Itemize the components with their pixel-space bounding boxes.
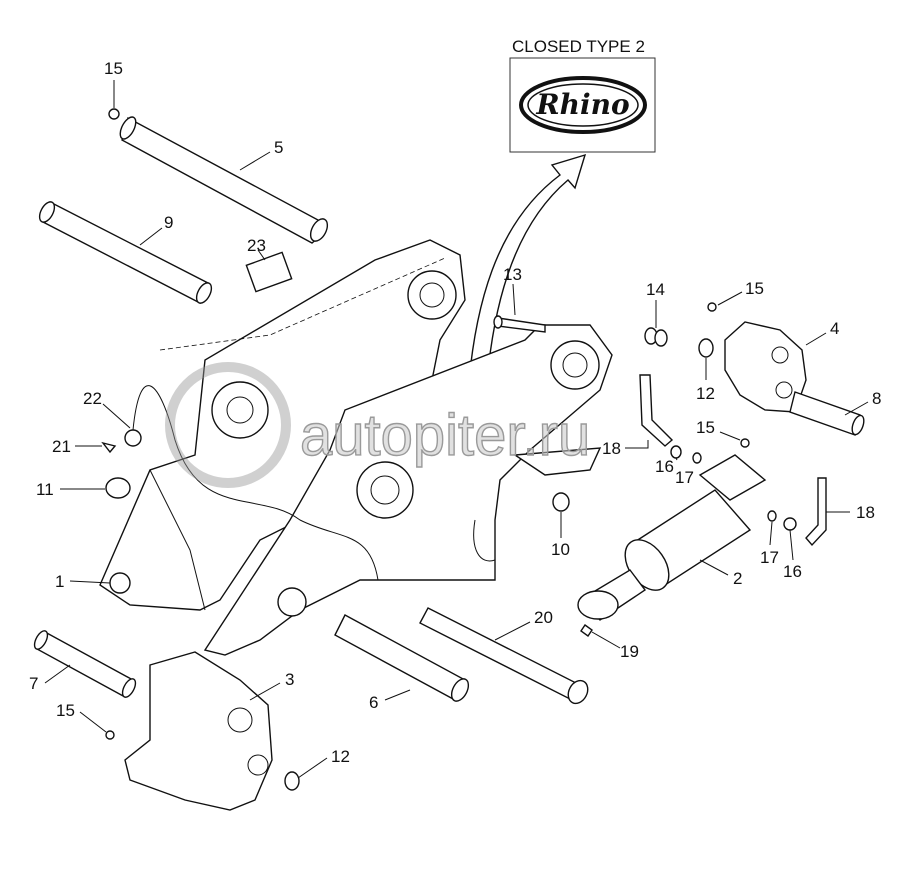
pin-5 bbox=[119, 116, 329, 244]
callout-13: 13 bbox=[503, 265, 522, 284]
hydraulic-cylinder-2 bbox=[577, 454, 767, 621]
rhino-logo: Rhino bbox=[535, 88, 629, 121]
variant-title: CLOSED TYPE 2 bbox=[512, 37, 645, 56]
callout-12: 12 bbox=[696, 384, 715, 403]
label-plate-23 bbox=[245, 251, 293, 293]
pin-7 bbox=[33, 630, 137, 698]
callout-2: 2 bbox=[733, 569, 742, 588]
pin-20 bbox=[419, 607, 589, 705]
callout-8: 8 bbox=[872, 389, 881, 408]
callout-6: 6 bbox=[369, 693, 378, 712]
seal-17 bbox=[767, 510, 777, 522]
callout-16: 16 bbox=[783, 562, 802, 581]
hook-3 bbox=[124, 651, 273, 811]
circlip-12 bbox=[284, 771, 300, 791]
callout-15: 15 bbox=[56, 701, 75, 720]
callout-1: 1 bbox=[55, 572, 64, 591]
grease-nipple-15 bbox=[105, 730, 115, 740]
callout-21: 21 bbox=[52, 437, 71, 456]
callout-22: 22 bbox=[83, 389, 102, 408]
pin-8 bbox=[789, 391, 865, 436]
pin-6 bbox=[334, 614, 470, 702]
callout-15: 15 bbox=[745, 279, 764, 298]
callout-16: 16 bbox=[655, 457, 674, 476]
hose-18 bbox=[639, 374, 674, 447]
callout-10: 10 bbox=[551, 540, 570, 559]
rhino-logo-box: Rhino bbox=[509, 57, 656, 153]
callout-18: 18 bbox=[602, 439, 621, 458]
callout-7: 7 bbox=[29, 674, 38, 693]
watermark-text: autopiter.ru bbox=[300, 403, 590, 468]
callout-15: 15 bbox=[104, 59, 123, 78]
callout-17: 17 bbox=[675, 468, 694, 487]
callout-20: 20 bbox=[534, 608, 553, 627]
nuts-14 bbox=[644, 327, 668, 347]
callout-15: 15 bbox=[696, 418, 715, 437]
callout-19: 19 bbox=[620, 642, 639, 661]
grease-nipple-15 bbox=[707, 302, 717, 312]
split-pin-21 bbox=[101, 441, 117, 454]
callout-11: 11 bbox=[36, 480, 54, 499]
callout-4: 4 bbox=[830, 319, 839, 338]
callout-9: 9 bbox=[164, 213, 173, 232]
circlip-10 bbox=[552, 492, 570, 512]
callout-17: 17 bbox=[760, 548, 779, 567]
pin-9 bbox=[38, 201, 213, 304]
circlip-11 bbox=[105, 477, 131, 499]
fitting-16 bbox=[783, 517, 797, 531]
callout-5: 5 bbox=[274, 138, 283, 157]
watermark: autopiter.ru bbox=[165, 362, 591, 488]
callout-labels: 15 5 9 23 13 14 15 4 8 12 22 21 11 18 15… bbox=[29, 59, 881, 766]
leader-lines bbox=[44, 80, 869, 779]
grease-nipple-15 bbox=[108, 108, 120, 120]
callout-14: 14 bbox=[646, 280, 665, 299]
callout-3: 3 bbox=[285, 670, 294, 689]
cable-22 bbox=[132, 385, 379, 581]
seal-17 bbox=[692, 452, 702, 464]
grease-nipple-19 bbox=[580, 624, 593, 637]
callout-12: 12 bbox=[331, 747, 350, 766]
main-frame bbox=[99, 239, 613, 656]
circlip-12 bbox=[698, 338, 714, 358]
grease-nipple-15 bbox=[740, 438, 750, 448]
ring-22 bbox=[124, 429, 142, 447]
bolt-13 bbox=[493, 315, 546, 333]
callout-18: 18 bbox=[856, 503, 875, 522]
callout-23: 23 bbox=[247, 236, 266, 255]
hose-18 bbox=[805, 477, 827, 547]
